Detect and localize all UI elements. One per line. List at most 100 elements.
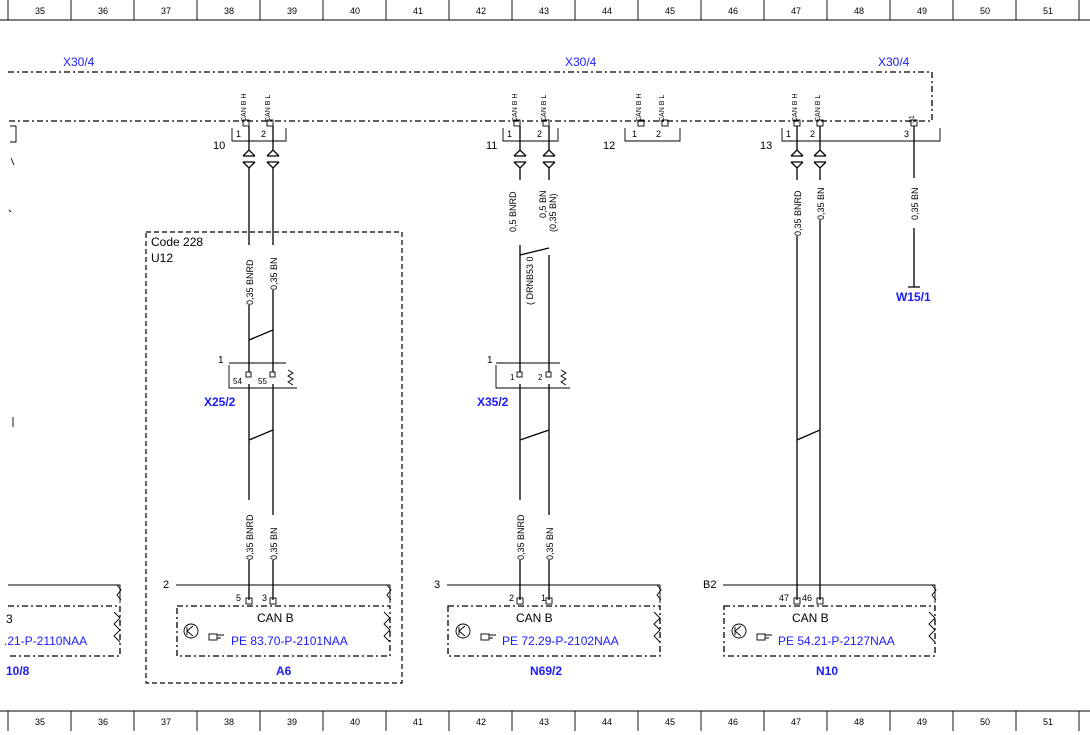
- pin-2: 2: [261, 129, 266, 139]
- pin-1: 1: [236, 129, 241, 139]
- ruler-number: 38: [224, 6, 234, 16]
- ruler-number: 48: [854, 717, 864, 727]
- module-id-link[interactable]: 10/8: [6, 664, 30, 678]
- ruler-number: 43: [539, 6, 549, 16]
- wire-label: 0,35 BN: [269, 527, 279, 560]
- option-sub: U12: [151, 251, 173, 265]
- pin-2: 2: [509, 593, 514, 603]
- module-id-link[interactable]: A6: [276, 664, 292, 678]
- module-title: CAN B: [516, 611, 553, 625]
- ruler-number: 41: [413, 6, 423, 16]
- module-ref-link[interactable]: PE 83.70-P-2101NAA: [231, 634, 348, 648]
- wire-label: 0,35 BN: [816, 187, 826, 220]
- ruler-number: 39: [287, 6, 297, 16]
- wire-label: 0,35 BN: [910, 187, 920, 220]
- connector-number: 12: [603, 140, 615, 152]
- bus-label-1[interactable]: X30/4: [63, 55, 95, 69]
- module-number: 2: [163, 579, 169, 591]
- module-number: 3: [6, 612, 13, 626]
- signal-31: 31: [909, 115, 916, 123]
- splice-link-x25-2[interactable]: X25/2: [204, 395, 236, 409]
- connector-number: 13: [760, 140, 772, 152]
- signal-can-b-l: CAN B L: [541, 95, 548, 122]
- ruler-number: 37: [161, 6, 171, 16]
- bus-label-2[interactable]: X30/4: [565, 55, 597, 69]
- wire-label: 0,5 BNRD: [508, 191, 518, 232]
- column-ruler-top: 353637383940414243444546474849505152: [0, 0, 1090, 21]
- wire-label: 0,35 BNRD: [793, 190, 803, 236]
- connector-11: CAN B H CAN B L 1 2 11: [486, 94, 559, 169]
- module-number: 3: [434, 579, 440, 591]
- wire-label: 0,35 BNRD: [516, 514, 526, 560]
- module-title: CAN B: [257, 611, 294, 625]
- ruler-number: 45: [665, 6, 675, 16]
- connector-10: CAN B H CAN B L 1 2 10: [213, 94, 287, 169]
- pin-55: 55: [258, 377, 267, 386]
- ruler-number: 47: [791, 717, 801, 727]
- plug-icon: [513, 126, 556, 169]
- pointing-hand-icon: [756, 633, 772, 641]
- module-ref-link[interactable]: PE 72.29-P-2102NAA: [502, 634, 619, 648]
- ruler-number: 46: [728, 6, 738, 16]
- module-number: B2: [703, 579, 716, 591]
- ruler-number: 42: [476, 6, 486, 16]
- ground-link-w15-1[interactable]: W15/1: [896, 290, 931, 304]
- pin-2: 2: [656, 129, 661, 139]
- splice-x25-2: 54 55 1 X25/2: [204, 355, 297, 409]
- option-box-code-228: Code 228 U12: [145, 231, 403, 684]
- ruler-number: 44: [602, 717, 612, 727]
- module-n10: B2 47 46 CAN B PE 54.21-P-2127NAA N10: [703, 579, 937, 678]
- signal-can-b-l: CAN B L: [659, 95, 666, 122]
- wire-label: ( DRNB53 0: [525, 256, 535, 305]
- pin-5: 5: [236, 593, 241, 603]
- signal-can-b-l: CAN B L: [815, 95, 822, 122]
- pin-2: 2: [537, 129, 542, 139]
- column-ruler-bottom: 353637383940414243444546474849505152: [0, 710, 1090, 731]
- module-ref-link[interactable]: PE 54.21-P-2127NAA: [778, 634, 895, 648]
- wires-n69-2: 0,5 BNRD 0,5 BN (0,35 BN) ( DRNB53 0 0,3…: [508, 168, 558, 600]
- wire-label: 0,35 BNRD: [245, 514, 255, 560]
- ruler-number: 44: [602, 6, 612, 16]
- ruler-number: 39: [287, 717, 297, 727]
- ruler-number: 42: [476, 717, 486, 727]
- bus-label-3[interactable]: X30/4: [878, 55, 910, 69]
- ruler-number: 48: [854, 6, 864, 16]
- wire-label: 0,35 BN: [269, 257, 279, 290]
- connector-number: 11: [486, 140, 497, 152]
- wires-a6: 0,35 BNRD 0,35 BN 0,35 BNRD 0,35 BN: [245, 168, 279, 600]
- module-title: CAN B: [792, 611, 829, 625]
- connector-number: 10: [213, 140, 225, 152]
- ruler-number: 49: [917, 6, 927, 16]
- module-10-8: 3 .21-P-2110NAA 10/8: [4, 584, 122, 678]
- ruler-number: 51: [1043, 6, 1053, 16]
- splice-link-x35-2[interactable]: X35/2: [477, 395, 509, 409]
- pointing-hand-icon: [480, 633, 496, 641]
- pointing-hand-icon: [208, 633, 224, 641]
- module-ref-link[interactable]: .21-P-2110NAA: [4, 634, 87, 648]
- bus-x30-4: X30/4 X30/4 X30/4: [8, 55, 933, 427]
- signal-can-b-h: CAN B H: [512, 94, 519, 122]
- pin-1: 1: [632, 129, 637, 139]
- ruler-number: 40: [350, 6, 360, 16]
- pin-3: 3: [262, 593, 267, 603]
- wire-label: 0,5 BN: [538, 190, 548, 218]
- splice-number: 1: [218, 355, 224, 366]
- transistor-icon: [455, 623, 471, 639]
- pin-3: 3: [904, 129, 909, 139]
- plug-icon: [790, 126, 827, 169]
- pin-47: 47: [779, 593, 789, 603]
- signal-can-b-h: CAN B H: [636, 94, 643, 122]
- ruler-number: 36: [98, 6, 108, 16]
- connector-13: CAN B H CAN B L 31 1 2 3 13: [760, 94, 941, 169]
- ruler-number: 36: [98, 717, 108, 727]
- ruler-number: 47: [791, 6, 801, 16]
- module-id-link[interactable]: N69/2: [530, 664, 562, 678]
- ruler-number: 46: [728, 717, 738, 727]
- signal-can-b-l: CAN B L: [265, 95, 272, 122]
- pin-1: 1: [507, 129, 512, 139]
- module-id-link[interactable]: N10: [816, 664, 838, 678]
- splice-x35-2: 1 2 1 X35/2: [477, 355, 570, 409]
- ruler-number: 49: [917, 717, 927, 727]
